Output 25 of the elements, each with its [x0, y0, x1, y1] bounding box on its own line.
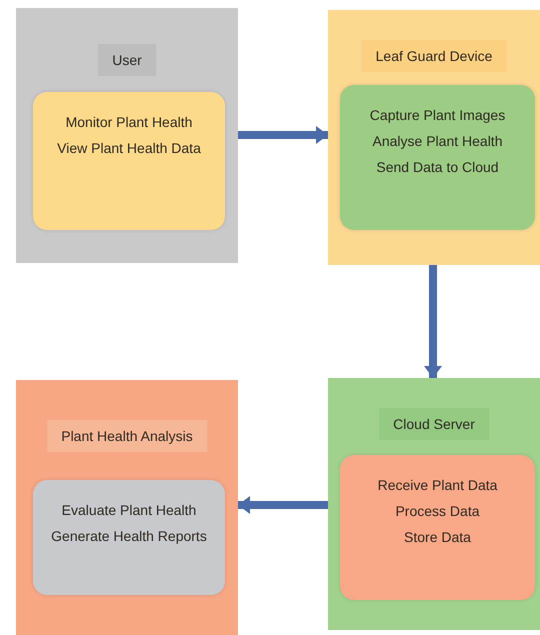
task-text: Receive Plant Data	[378, 477, 498, 493]
component-heading: Leaf Guard Device	[362, 40, 506, 72]
task-box	[340, 455, 535, 600]
task-box	[33, 92, 225, 230]
component-panel	[328, 378, 540, 630]
arrow	[424, 265, 442, 378]
task-box	[340, 85, 535, 230]
task-text: Capture Plant Images	[370, 107, 506, 123]
component-heading: Plant Health Analysis	[47, 420, 207, 452]
task-text: Process Data	[395, 503, 480, 519]
component-heading: Cloud Server	[379, 408, 489, 440]
component-heading: User	[98, 44, 156, 76]
task-text: Generate Health Reports	[51, 528, 207, 544]
task-text: Send Data to Cloud	[376, 159, 499, 175]
task-text: Evaluate Plant Health	[62, 502, 196, 518]
arrow	[238, 496, 328, 514]
task-text: View Plant Health Data	[57, 140, 201, 156]
task-text: Analyse Plant Health	[372, 133, 502, 149]
component-panel	[16, 380, 238, 635]
component-panel	[16, 8, 238, 263]
component-panel	[328, 10, 540, 265]
task-text: Monitor Plant Health	[66, 114, 192, 130]
arrow	[238, 126, 328, 144]
task-box	[33, 480, 225, 595]
task-text: Store Data	[404, 529, 471, 545]
